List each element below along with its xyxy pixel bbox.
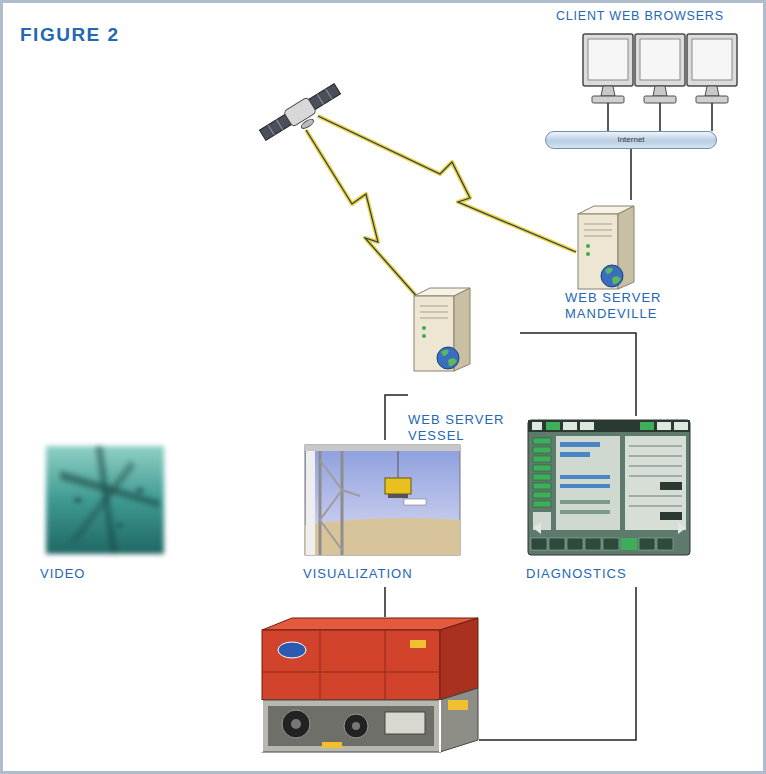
connector-line <box>520 333 636 416</box>
node-label: WEB SERVER MANDEVILLE <box>565 290 693 322</box>
client-group: CLIENT WEB BROWSERS <box>556 8 758 103</box>
node-label: WEB SERVER VESSEL <box>408 412 520 444</box>
server-node: WEB SERVER VESSEL <box>408 282 520 444</box>
node-label: Internet <box>617 135 644 145</box>
node-label: DIAGNOSTICS <box>526 566 696 582</box>
node-label: VIDEO <box>40 566 175 582</box>
server-node: WEB SERVER MANDEVILLE <box>565 200 693 322</box>
panel-node: VIDEO <box>40 440 175 582</box>
connector-line <box>630 149 632 200</box>
panel-node: DIAGNOSTICS <box>526 416 696 582</box>
panel-node: VISUALIZATION <box>303 440 468 582</box>
node-label: VISUALIZATION <box>303 566 468 582</box>
network-bar: Internet <box>545 131 717 149</box>
connector-line <box>659 103 661 131</box>
node-label: CLIENT WEB BROWSERS <box>556 8 758 24</box>
figure-title: FIGURE 2 <box>20 24 120 46</box>
connector-line <box>385 395 408 440</box>
